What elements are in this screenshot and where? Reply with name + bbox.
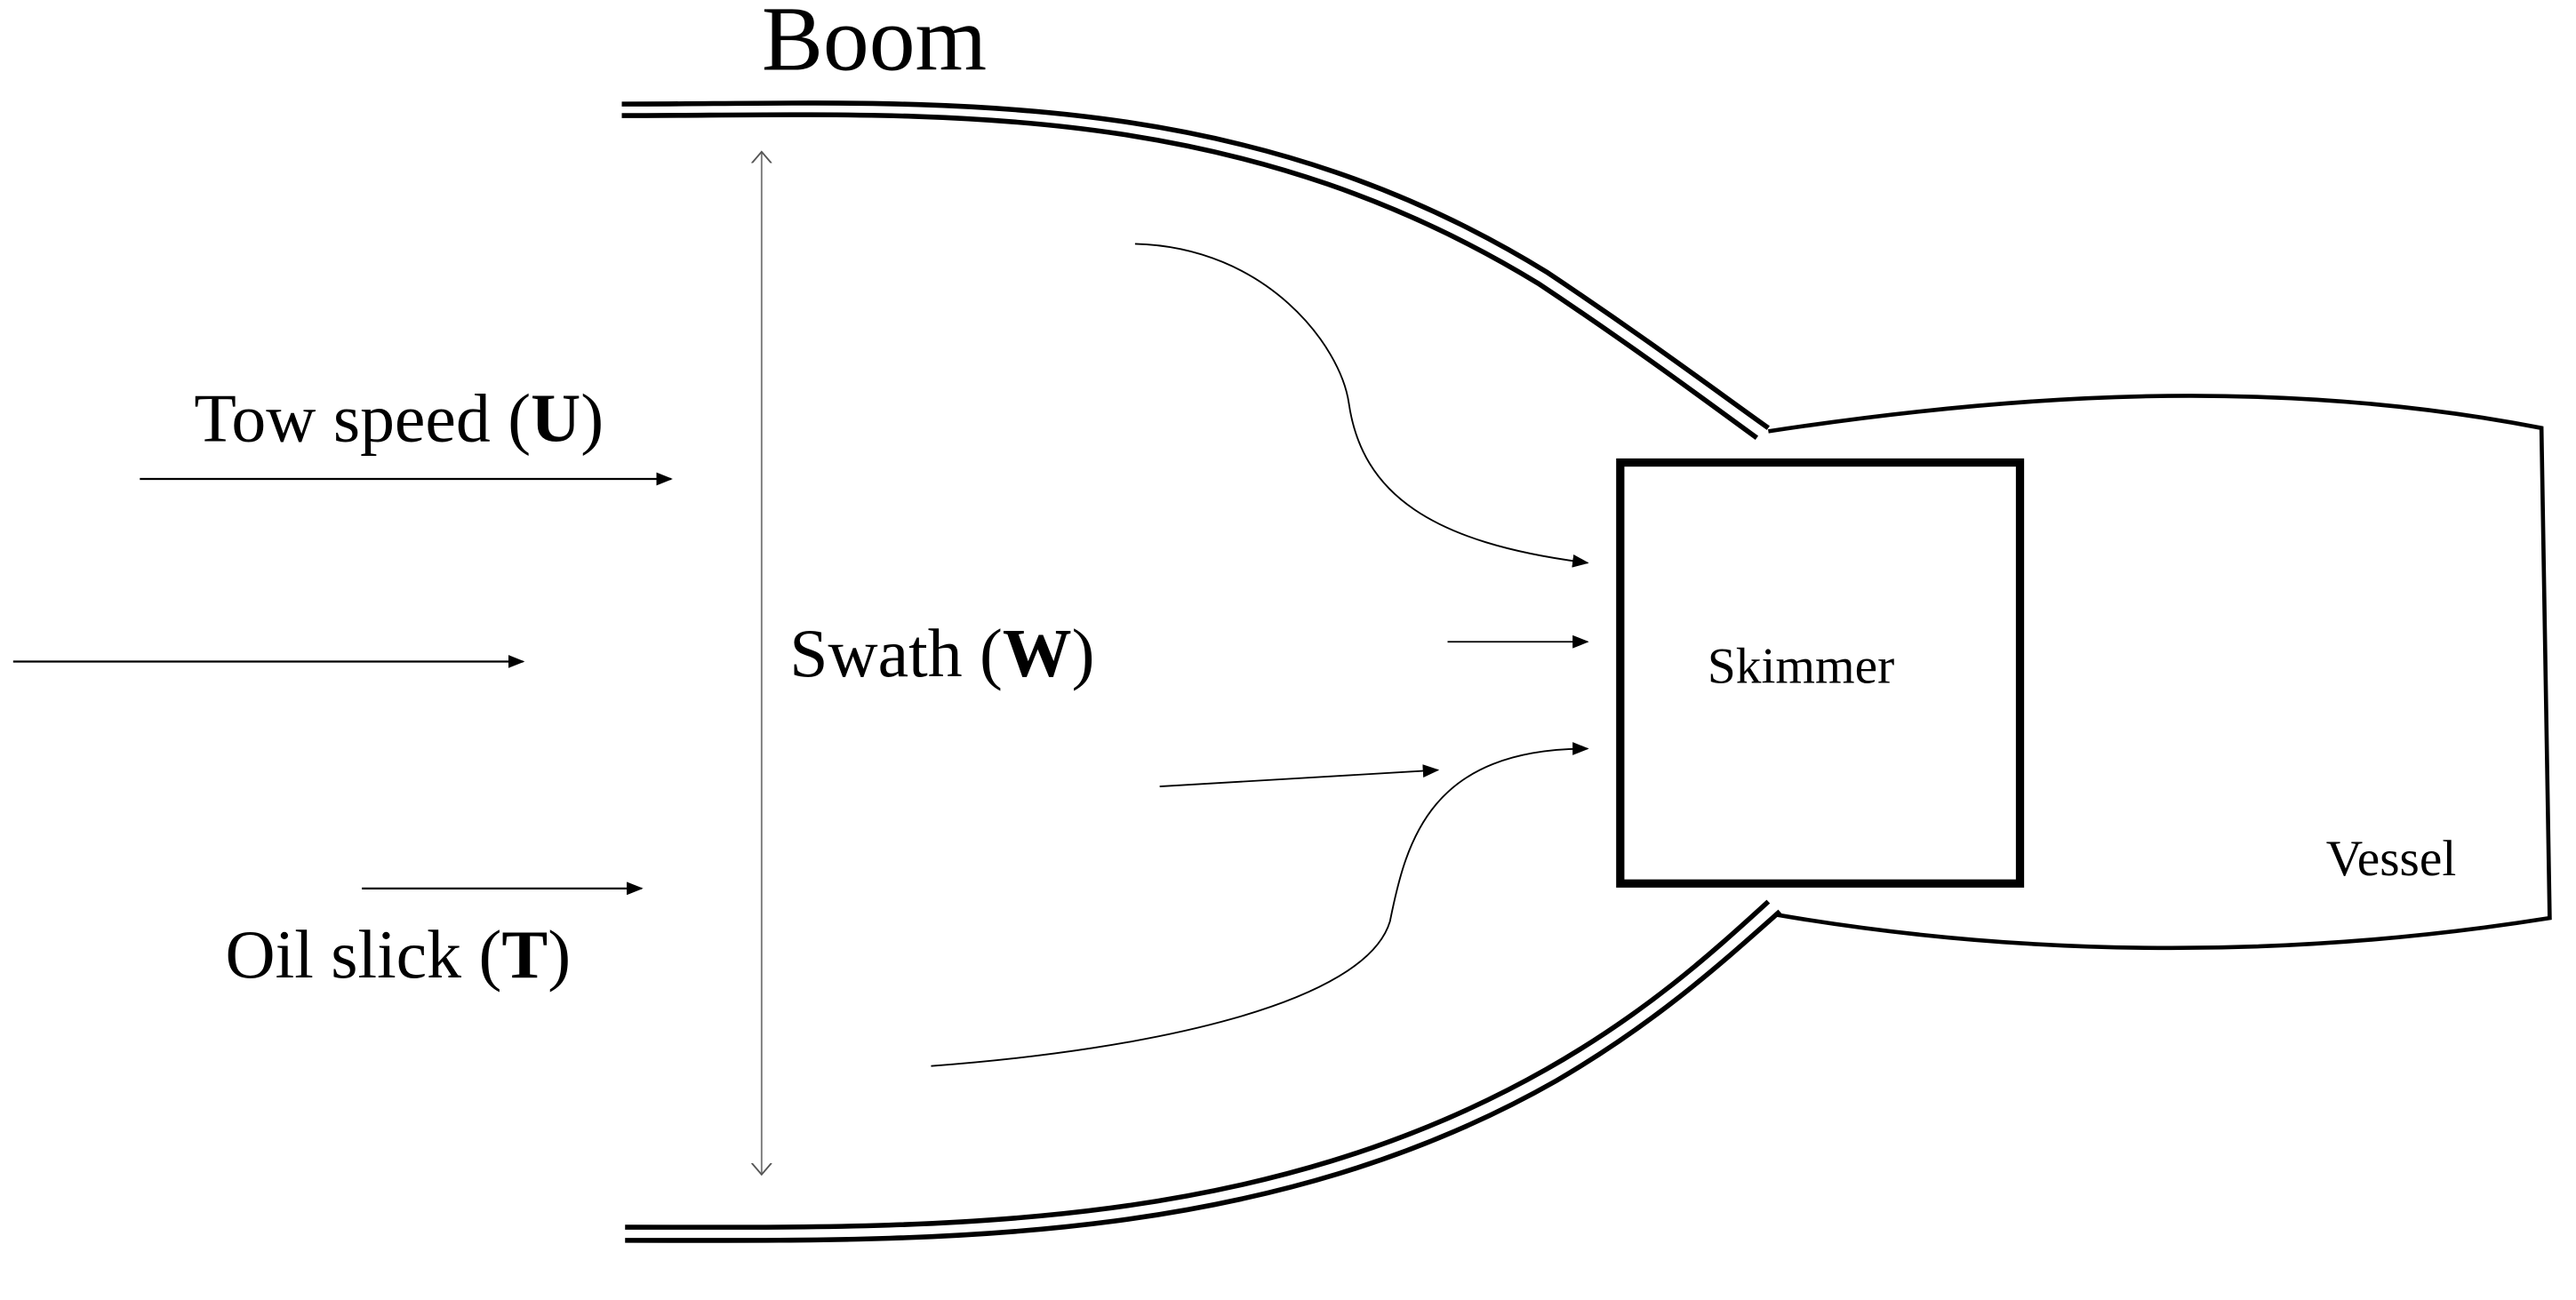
- flow-line-upper: [1134, 243, 1589, 568]
- skimmer-label: Skimmer: [1708, 639, 1894, 695]
- boom-label: Boom: [762, 0, 987, 90]
- upper-boom: [621, 100, 1770, 441]
- flow-line-lower: [931, 742, 1589, 1067]
- oil-slick-label: Oil slick (T): [226, 916, 572, 993]
- tow-speed-label: Tow speed (U): [194, 379, 604, 456]
- lower-boom: [625, 899, 1782, 1243]
- flow-line-lower-straight: [1159, 764, 1440, 788]
- vessel-hull: [1768, 394, 2552, 951]
- vessel-label: Vessel: [2326, 831, 2457, 887]
- swath-label: Swath (W): [789, 615, 1094, 691]
- skimmer-box: [1616, 458, 2025, 888]
